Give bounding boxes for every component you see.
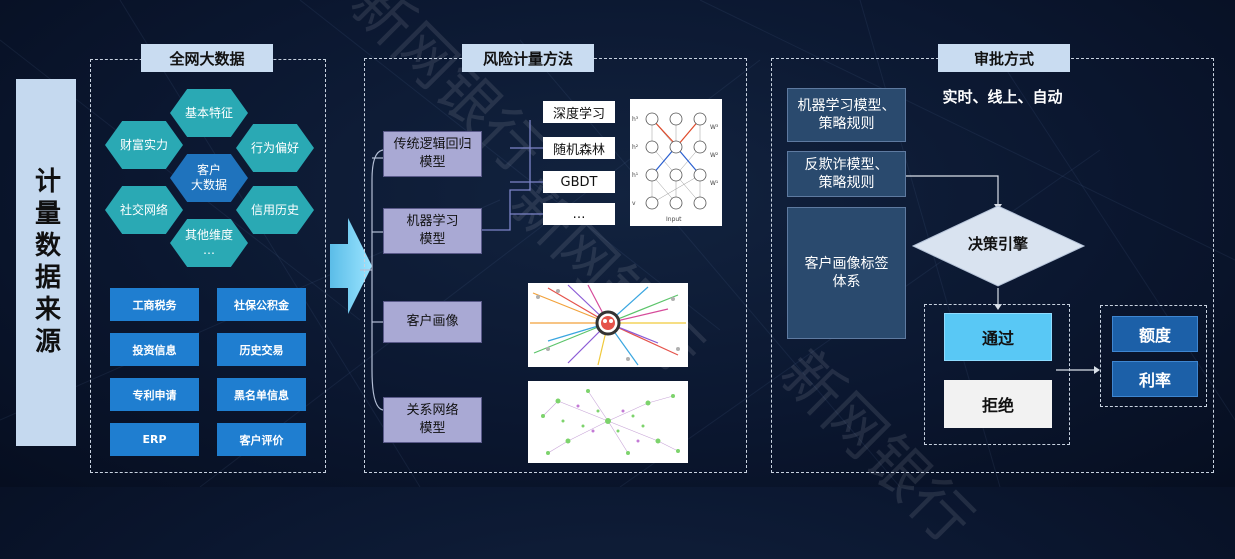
hex-social: 社交网络 bbox=[105, 186, 183, 234]
source-item: 社保公积金 bbox=[217, 288, 306, 321]
nn-label: W² bbox=[710, 152, 719, 159]
method-relation-network: 关系网络 模型 bbox=[383, 397, 482, 443]
portrait-tag-box: 客户画像标签 体系 bbox=[787, 207, 906, 339]
hex-wealth: 财富实力 bbox=[105, 121, 183, 169]
flow-arrow-icon bbox=[330, 218, 372, 314]
relation-network-image bbox=[528, 381, 688, 463]
quota-term: 额度 bbox=[1112, 316, 1198, 352]
hex-center-line1: 客户 bbox=[196, 163, 221, 177]
neural-network-diagram: h³ h² h¹ v W³ W² W¹ Input bbox=[632, 112, 719, 223]
side-title: 计量数据来源 bbox=[16, 79, 76, 446]
nn-label: h² bbox=[632, 144, 639, 151]
decision-engine-label: 决策引擎 bbox=[967, 235, 1028, 253]
method-machine-learning: 机器学习 模型 bbox=[383, 208, 482, 254]
anti-fraud-line1: 反欺诈模型、 bbox=[804, 156, 889, 173]
neural-network-image: h³ h² h¹ v W³ W² W¹ Input bbox=[630, 99, 722, 226]
hex-customer-big-data: 客户 大数据 bbox=[170, 154, 248, 202]
source-item: 专利申请 bbox=[110, 378, 199, 411]
source-item: 工商税务 bbox=[110, 288, 199, 321]
ml-policy-line2: 策略规则 bbox=[818, 116, 875, 132]
side-title-text: 计量数据来源 bbox=[30, 166, 61, 359]
source-item: ERP bbox=[110, 423, 199, 456]
anti-fraud-box: 反欺诈模型、 策略规则 bbox=[787, 151, 906, 197]
nn-label: h¹ bbox=[632, 172, 639, 179]
hex-other-dimensions: 其他维度 … bbox=[170, 219, 248, 267]
method-connectors bbox=[360, 120, 545, 411]
algo-deep-learning: 深度学习 bbox=[543, 101, 615, 123]
source-item: 历史交易 bbox=[217, 333, 306, 366]
nn-label: v bbox=[632, 200, 636, 207]
method-network-line2: 模型 bbox=[419, 421, 446, 436]
approval-connectors bbox=[906, 175, 1100, 374]
portrait-tag-line1: 客户画像标签 bbox=[804, 255, 889, 272]
result-group bbox=[924, 304, 1070, 445]
source-item: 黑名单信息 bbox=[217, 378, 306, 411]
source-item: 客户评价 bbox=[217, 423, 306, 456]
method-customer-portrait: 客户画像 bbox=[383, 301, 482, 343]
reject-result: 拒绝 bbox=[944, 380, 1052, 428]
approval-subtitle: 实时、线上、自动 bbox=[942, 88, 1063, 106]
method-ml-line2: 模型 bbox=[419, 232, 446, 247]
ml-policy-line1: 机器学习模型、 bbox=[797, 97, 896, 114]
method-network-line1: 关系网络 bbox=[406, 403, 459, 419]
portrait-burst-graphic bbox=[530, 284, 686, 366]
method-logistic-line2: 模型 bbox=[419, 155, 446, 170]
anti-fraud-line2: 策略规则 bbox=[818, 175, 875, 191]
source-item: 投资信息 bbox=[110, 333, 199, 366]
hex-bottom-line1: 其他维度 bbox=[184, 228, 233, 242]
customer-portrait-image bbox=[528, 283, 688, 367]
nn-label: W¹ bbox=[710, 180, 719, 187]
rate-term: 利率 bbox=[1112, 361, 1198, 397]
hex-basic-features: 基本特征 bbox=[170, 89, 248, 137]
risk-panel-title: 风险计量方法 bbox=[462, 44, 594, 72]
method-logistic-line1: 传统逻辑回归 bbox=[393, 137, 472, 153]
algo-more: … bbox=[543, 203, 615, 225]
network-graph-graphic bbox=[541, 389, 680, 455]
hex-bottom-line2: … bbox=[203, 243, 215, 257]
nn-input-label: Input bbox=[666, 216, 682, 223]
pass-result: 通过 bbox=[944, 313, 1052, 361]
method-ml-line1: 机器学习 bbox=[406, 214, 459, 230]
algo-gbdt: GBDT bbox=[543, 171, 615, 193]
terms-group bbox=[1100, 305, 1207, 407]
hex-behavior: 行为偏好 bbox=[236, 124, 314, 172]
method-logistic-regression: 传统逻辑回归 模型 bbox=[383, 131, 482, 177]
hex-center-line2: 大数据 bbox=[190, 178, 227, 192]
hex-credit-history: 信用历史 bbox=[236, 186, 314, 234]
algo-random-forest: 随机森林 bbox=[543, 137, 615, 159]
ml-policy-box: 机器学习模型、 策略规则 bbox=[787, 88, 906, 142]
approval-panel-title: 审批方式 bbox=[938, 44, 1070, 72]
big-data-panel-title: 全网大数据 bbox=[141, 44, 273, 72]
nn-label: W³ bbox=[710, 124, 719, 131]
nn-label: h³ bbox=[632, 116, 639, 123]
portrait-tag-line2: 体系 bbox=[832, 274, 861, 290]
